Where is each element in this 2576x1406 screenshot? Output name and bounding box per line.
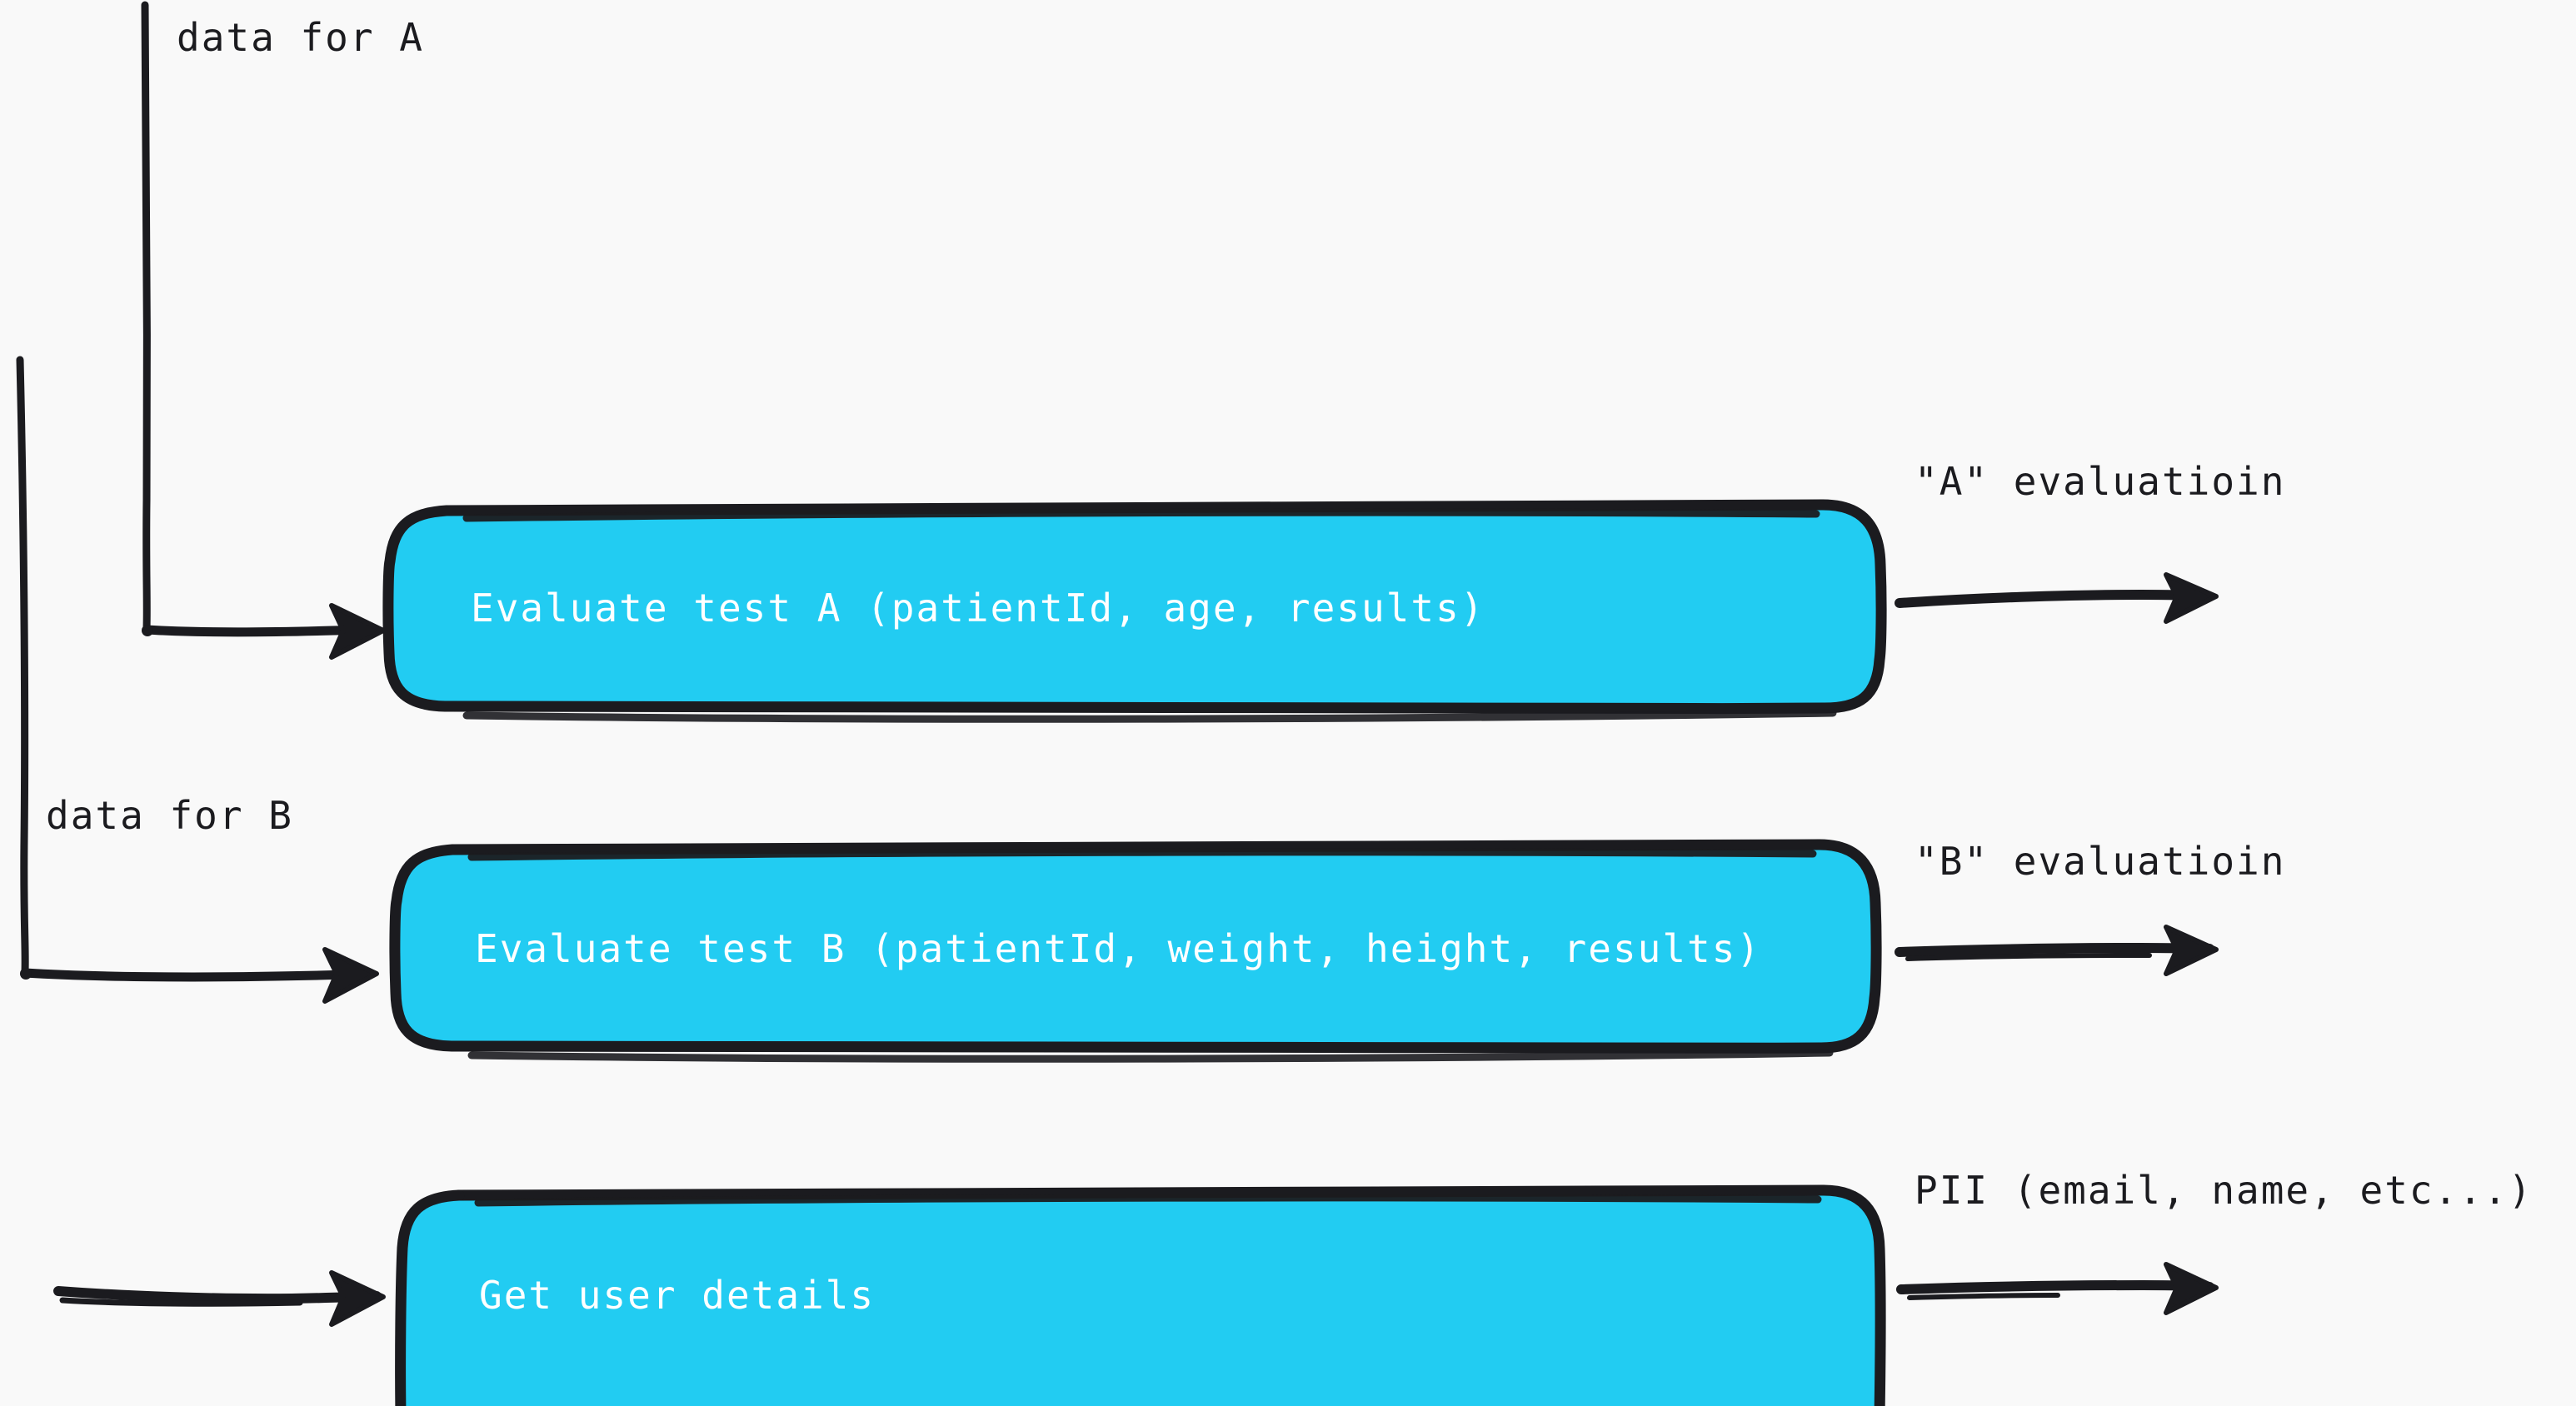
output-b-arrowhead (2164, 925, 2219, 976)
output-b-line (1895, 943, 2214, 957)
edge-label-pii-output: PII (email, name, etc...) (1915, 1168, 2534, 1213)
input-a-vertical-segment (141, 1, 151, 632)
node-get-user-details[interactable] (395, 1184, 1886, 1406)
edge-label-data-for-b: data for B (46, 793, 293, 838)
output-c-arrowhead (2164, 1262, 2219, 1315)
connector-output-c-arrow[interactable] (1896, 1262, 2219, 1315)
input-a-corner-dot (142, 625, 153, 636)
output-a-arrowhead (2164, 572, 2219, 624)
node-a-outline (382, 498, 1887, 715)
node-c-outline-echo-top (474, 1194, 1822, 1207)
input-c-line (53, 1286, 382, 1304)
node-evaluate-test-a[interactable] (382, 498, 1887, 723)
input-b-corner-dot (20, 968, 32, 980)
input-c-line-echo (59, 1297, 303, 1307)
node-b-outline-echo-top (467, 848, 1817, 861)
edge-label-a-evaluation: "A" evaluatioin (1915, 459, 2286, 504)
node-a-outline-echo-top (462, 508, 1820, 522)
connector-input-c-arrow[interactable] (53, 1270, 386, 1327)
connector-output-a-arrow[interactable] (1895, 572, 2219, 624)
node-c-outline-top-right (453, 1184, 1886, 1406)
input-b-vertical-segment (16, 356, 29, 975)
output-c-line (1896, 1280, 2214, 1294)
input-a-arrowhead (329, 603, 386, 660)
node-b-outline-echo-bottom (467, 1049, 1834, 1063)
connector-output-b-arrow[interactable] (1895, 925, 2219, 976)
node-b-fill (395, 845, 1875, 1046)
node-c-outline-left (395, 1189, 465, 1406)
connector-input-a-elbow-arrow[interactable] (141, 1, 386, 660)
input-c-arrowhead (329, 1270, 386, 1327)
connector-input-b-elbow-arrow[interactable] (16, 356, 379, 1004)
node-c-fill (400, 1191, 1880, 1406)
edge-label-b-evaluation: "B" evaluatioin (1915, 839, 2286, 884)
node-evaluate-test-b[interactable] (389, 838, 1882, 1063)
output-a-line (1895, 590, 2214, 608)
edge-label-data-for-a: data for A (177, 15, 424, 60)
input-b-horizontal-segment (20, 968, 375, 982)
output-b-line-echo (1905, 953, 2152, 961)
node-a-outline-echo-bottom (462, 709, 1837, 723)
node-b-outline (389, 838, 1882, 1055)
output-c-line-echo (1907, 1293, 2060, 1300)
node-a-fill (388, 506, 1880, 706)
input-b-arrowhead (322, 947, 379, 1004)
